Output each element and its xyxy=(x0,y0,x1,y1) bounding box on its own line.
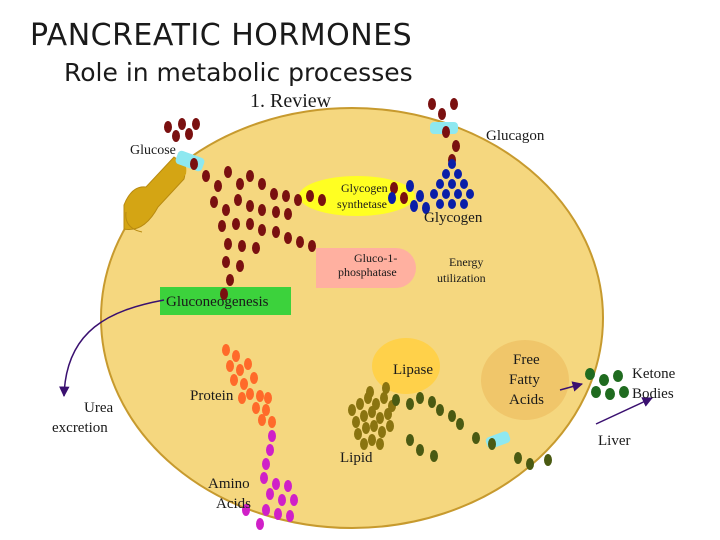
label-gluco-1-1: Gluco-1- xyxy=(354,251,397,265)
protein-beads xyxy=(222,344,276,428)
amino-acid-beads xyxy=(242,430,298,530)
glucose-beads xyxy=(164,98,460,300)
gluco-1-phosphatase-area xyxy=(316,248,416,288)
slide-subtitle: Role in metabolic processes xyxy=(64,58,413,87)
ketone-beads xyxy=(585,368,629,400)
label-ffa-1: Free xyxy=(513,352,540,368)
label-energy-2: utilization xyxy=(437,271,486,285)
label-glucagon: Glucagon xyxy=(486,128,545,144)
label-glycogen: Glycogen xyxy=(424,210,483,226)
glucose-transporter xyxy=(123,156,187,233)
label-ffa-3: Acids xyxy=(509,392,544,408)
label-ffa-2: Fatty xyxy=(509,372,540,388)
free-fatty-acids-area xyxy=(481,340,569,420)
lipid-beads xyxy=(348,382,396,450)
label-gluco-1-2: phosphatase xyxy=(338,265,397,279)
label-gluconeogenesis: Gluconeogenesis xyxy=(166,294,269,310)
label-amino-2: Acids xyxy=(216,496,251,512)
label-glucose: Glucose xyxy=(130,143,176,158)
glycogen-beads xyxy=(388,159,474,214)
label-urea-2: excretion xyxy=(52,420,108,436)
label-ketone-2: Bodies xyxy=(632,386,674,402)
slide-title: PANCREATIC HORMONES xyxy=(30,18,413,53)
label-glycogen-synthetase-1: Glycogen xyxy=(341,181,388,195)
label-energy-1: Energy xyxy=(449,255,483,269)
glycogen-synthetase-area xyxy=(299,176,415,216)
section-label: 1. Review xyxy=(250,90,332,112)
label-lipase: Lipase xyxy=(393,362,433,378)
urea-arrow xyxy=(59,299,165,398)
label-lipid: Lipid xyxy=(340,450,373,466)
label-glycogen-synthetase-2: synthetase xyxy=(337,197,387,211)
lipase-area xyxy=(372,338,440,394)
label-ketone-1: Ketone xyxy=(632,366,676,382)
label-liver: Liver xyxy=(598,433,630,449)
label-urea-1: Urea xyxy=(84,400,113,416)
label-amino-1: Amino xyxy=(208,476,250,492)
liver-arrow xyxy=(595,397,653,425)
fatty-acid-beads xyxy=(392,392,552,470)
label-protein: Protein xyxy=(190,388,234,404)
ketone-arrow xyxy=(559,381,584,392)
